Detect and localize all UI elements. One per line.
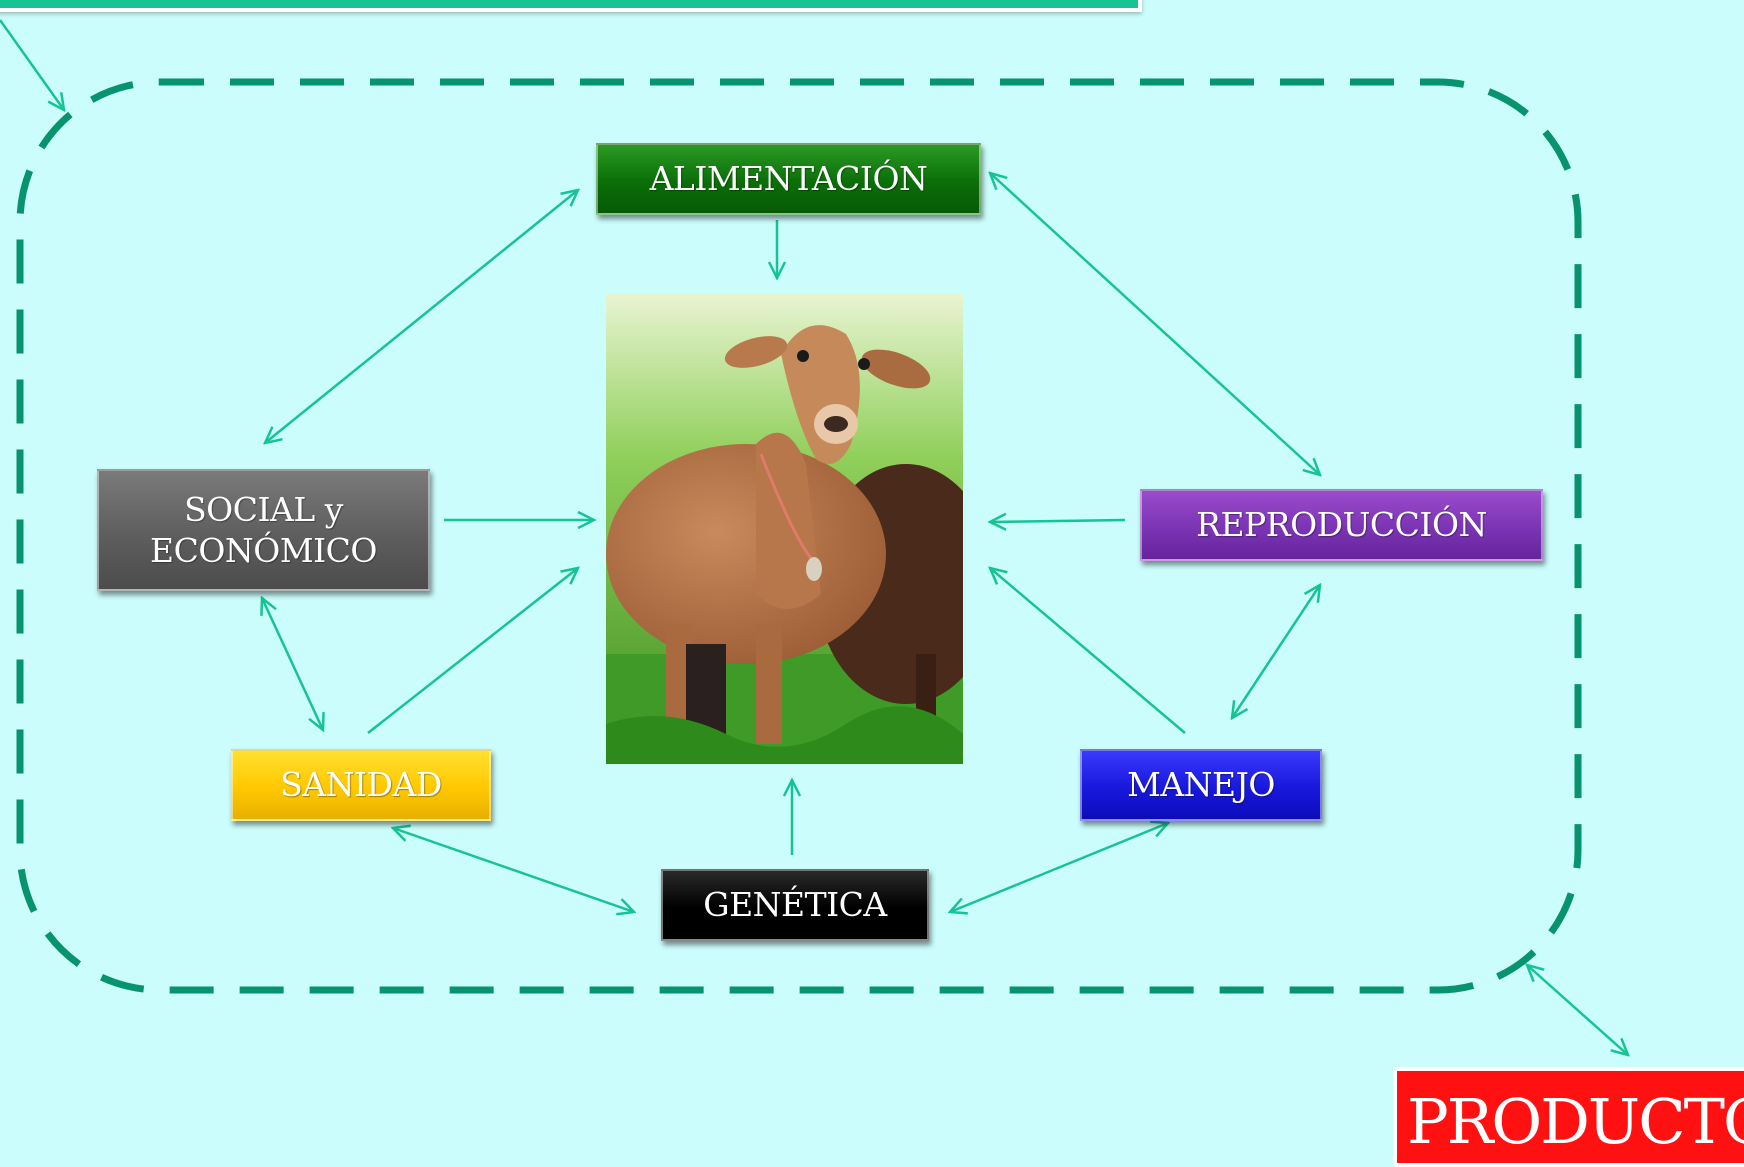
- arrow-alimentacion-reproduccion: [990, 173, 1320, 475]
- title-banner: [0, 0, 1142, 12]
- arrow-alimentacion-social: [265, 190, 578, 443]
- arrow-reproduccion-center: [990, 520, 1126, 522]
- sheep-photo: [606, 294, 963, 764]
- node-sanidad: SANIDAD: [231, 749, 491, 821]
- node-productos: PRODUCTOS: [1393, 1067, 1744, 1167]
- node-genetica: GENÉTICA: [661, 869, 929, 941]
- arrow-sanidad-center: [367, 568, 578, 734]
- node-manejo: MANEJO: [1080, 749, 1322, 821]
- arrow-reproduccion-manejo: [1232, 585, 1320, 718]
- node-social-economico: SOCIAL y ECONÓMICO: [97, 469, 430, 591]
- arrow-genetica-manejo: [950, 823, 1168, 912]
- node-alimentacion: ALIMENTACIÓN: [596, 143, 981, 215]
- node-reproduccion: REPRODUCCIÓN: [1140, 489, 1543, 561]
- arrow-manejo-center: [990, 568, 1186, 734]
- arrow-boundary-productos: [1527, 965, 1628, 1055]
- system-boundary: [16, 78, 1582, 994]
- arrow-genetica-sanidad: [393, 828, 634, 912]
- arrow-title-to-boundary: [0, 19, 64, 110]
- arrow-social-sanidad: [262, 598, 323, 730]
